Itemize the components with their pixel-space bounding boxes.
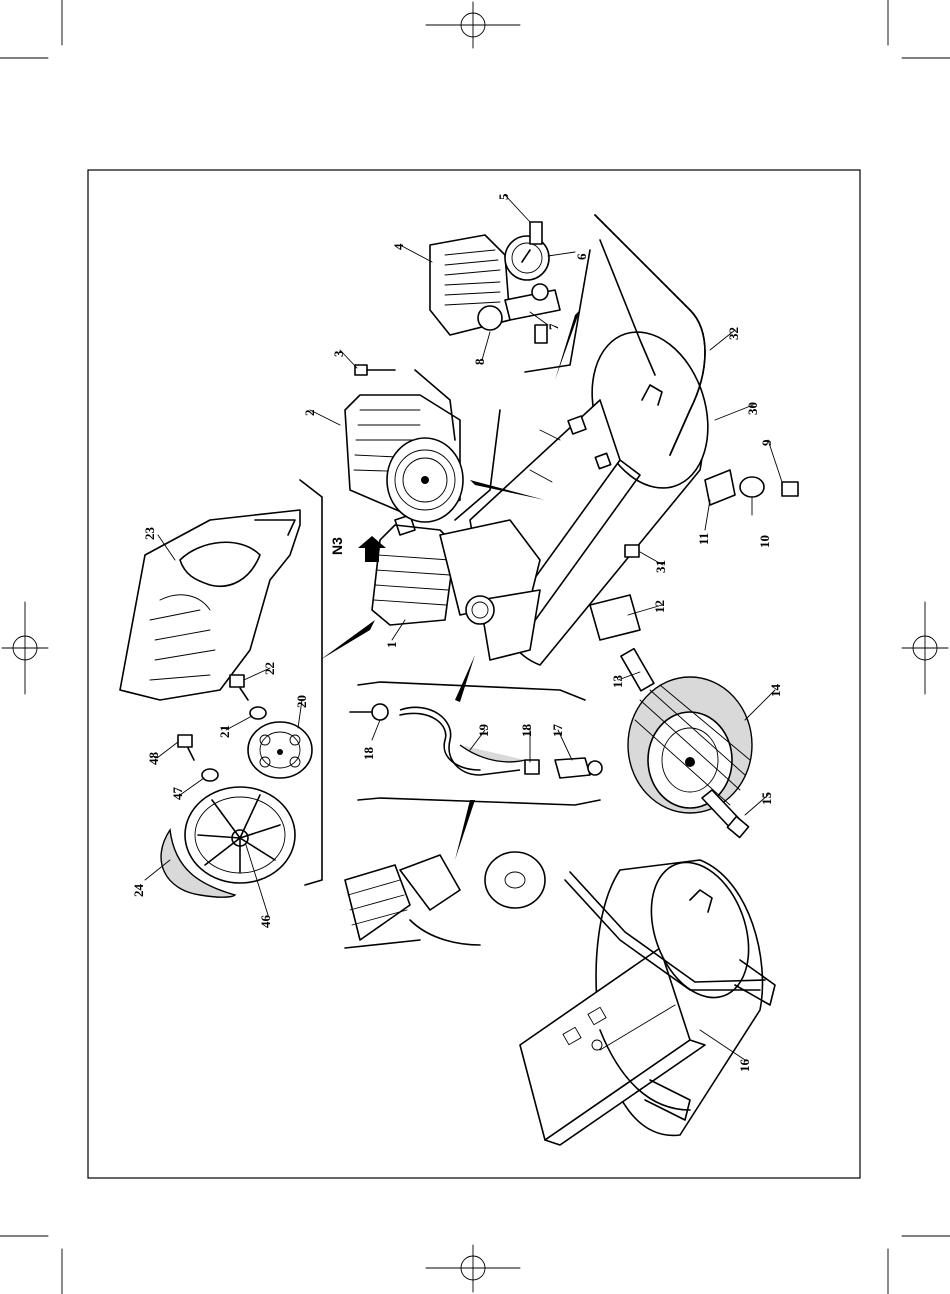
callout-24: 24 xyxy=(131,884,146,898)
callout-19: 19 xyxy=(476,724,491,738)
callout-10: 10 xyxy=(757,535,772,548)
callout-17: 17 xyxy=(550,724,565,738)
callout-12: 12 xyxy=(652,600,667,613)
bolt-48 xyxy=(178,735,194,760)
callout-31: 31 xyxy=(653,560,668,573)
wheel xyxy=(628,677,752,813)
axle-13 xyxy=(621,649,654,691)
registration-mark-left-icon xyxy=(2,602,48,694)
callout-11: 11 xyxy=(696,533,711,545)
foot-bracket-11 xyxy=(705,470,735,505)
callout-21: 21 xyxy=(217,725,232,738)
pump-flywheel xyxy=(185,787,295,883)
direction-marker: N3 xyxy=(329,537,345,555)
rubber-foot-10 xyxy=(740,477,764,497)
callout-18a: 18 xyxy=(361,747,376,761)
washer-21 xyxy=(250,707,266,719)
callout-23: 23 xyxy=(142,527,157,541)
bolt-31 xyxy=(625,545,639,557)
foot-bracket-12 xyxy=(590,595,640,640)
bolt-22 xyxy=(230,675,248,700)
callout-6: 6 xyxy=(574,253,589,260)
pump-detail-view xyxy=(345,852,545,948)
callout-30: 30 xyxy=(745,402,760,415)
bolt-9 xyxy=(782,482,798,496)
electric-motor xyxy=(345,370,463,522)
callout-1: 1 xyxy=(384,642,399,649)
callout-9: 9 xyxy=(759,439,774,446)
pressure-switch-assembly xyxy=(430,222,560,343)
callout-7: 7 xyxy=(546,323,561,330)
callout-48: 48 xyxy=(146,752,161,766)
callout-8: 8 xyxy=(472,358,487,365)
assembled-compressor xyxy=(520,849,775,1145)
callout-32: 32 xyxy=(726,327,741,340)
registration-mark-right-icon xyxy=(902,602,948,694)
callout-13: 13 xyxy=(610,675,625,689)
callout-18b: 18 xyxy=(519,724,534,738)
callout-15: 15 xyxy=(759,792,774,806)
screw-3 xyxy=(355,365,395,375)
pump-cylinder xyxy=(372,515,540,660)
registration-mark-top-icon xyxy=(426,2,520,48)
callout-16: 16 xyxy=(737,1059,752,1073)
registration-mark-bottom-icon xyxy=(426,1245,520,1292)
washer-47 xyxy=(202,769,218,781)
motor-pulley xyxy=(248,722,312,778)
callout-46: 46 xyxy=(258,915,273,929)
